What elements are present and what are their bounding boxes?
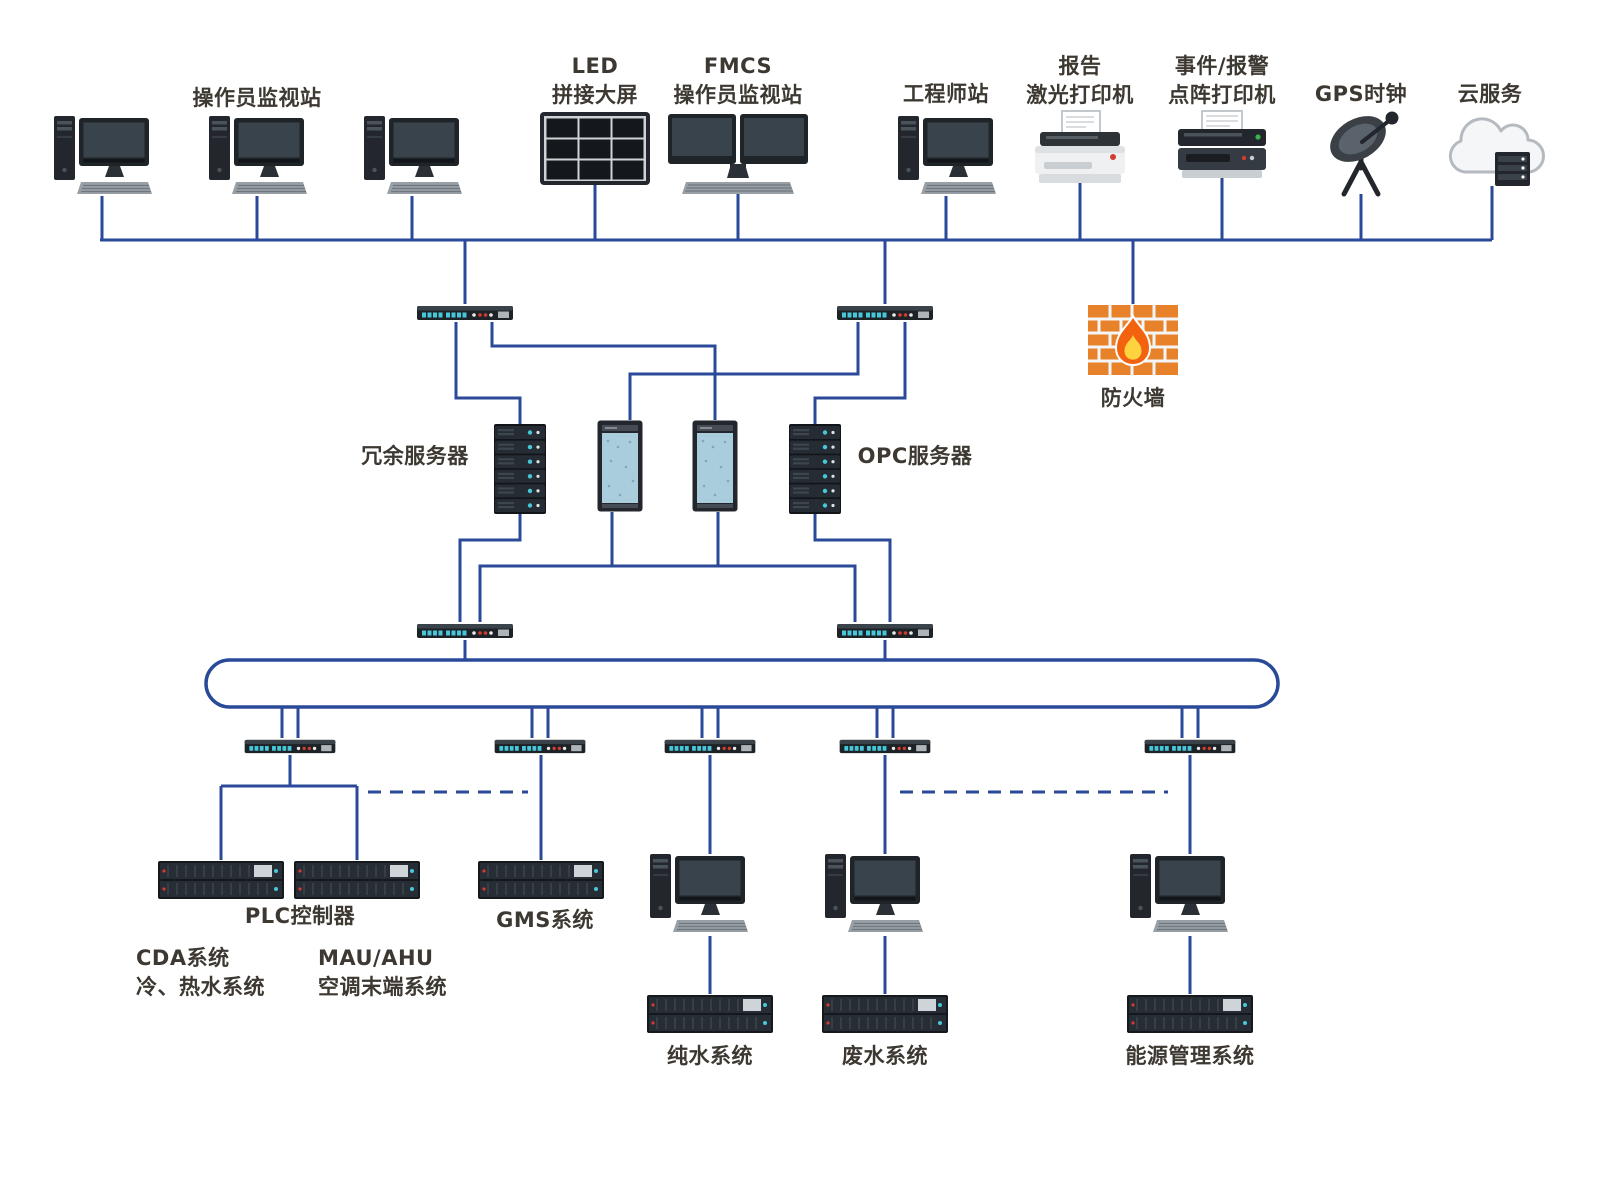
field-switch-2-icon (494, 739, 586, 754)
gms-rack-icon (478, 860, 604, 900)
label-energy-mgmt: 能源管理系统 (1125, 1044, 1255, 1068)
dotmatrix-printer-icon (1177, 110, 1267, 179)
top-device-drops (100, 178, 1494, 240)
label-gps-clock: GPS时钟 (1314, 82, 1408, 106)
server-tower-2-icon (692, 420, 738, 512)
distribution-switch-right-icon (837, 624, 933, 638)
field-switch-3-icon (664, 739, 756, 754)
redundant-server-icon (494, 424, 546, 514)
field-switch-1-icon (244, 739, 336, 754)
engineer-workstation-icon (897, 116, 996, 195)
label-dotmatrix-printer: 事件/报警 点阵打印机 (1168, 54, 1276, 108)
label-redundant-server: 冗余服务器 (361, 444, 469, 468)
gps-clock-icon (1322, 107, 1398, 194)
field-links (219, 755, 1192, 994)
fmcs-workstation-icon (668, 114, 808, 195)
core-to-servers (454, 322, 907, 424)
wastewater-rack-icon (822, 994, 948, 1034)
plc-rack-2-icon (294, 860, 420, 900)
label-gms-system: GMS系统 (496, 908, 594, 932)
firewall-icon (1087, 304, 1179, 376)
ring-to-field-switches (280, 707, 1200, 738)
wastewater-workstation-icon (824, 854, 923, 933)
core-switch-left-icon (417, 306, 513, 320)
plc-rack-1-icon (158, 860, 284, 900)
energy-rack-icon (1127, 994, 1253, 1034)
operator-workstation-2-icon (208, 116, 307, 195)
label-mau-ahu: MAU/AHU 空调末端系统 (318, 946, 447, 1000)
label-cloud-service: 云服务 (1457, 82, 1523, 106)
servers-to-distribution (458, 512, 892, 622)
cloud-service-icon (1448, 117, 1546, 188)
ring-network (204, 658, 1280, 709)
distribution-switch-left-icon (417, 624, 513, 638)
label-operator-station: 操作员监视站 (192, 86, 322, 110)
distribution-to-ring (463, 640, 887, 660)
core-switch-right-icon (837, 306, 933, 320)
server-tower-1-icon (597, 420, 643, 512)
laser-printer-icon (1034, 110, 1126, 184)
led-wall-icon (540, 112, 650, 185)
bus-to-core (463, 240, 1135, 304)
energy-workstation-icon (1129, 854, 1228, 933)
operator-workstation-3-icon (363, 116, 462, 195)
label-cda-system: CDA系统 冷、热水系统 (136, 946, 265, 1000)
field-switch-4-icon (839, 739, 931, 754)
opc-server-icon (789, 424, 841, 514)
label-fmcs-station: FMCS 操作员监视站 (673, 54, 803, 108)
label-led-wall: LED 拼接大屏 (552, 54, 638, 108)
label-waste-water: 废水系统 (842, 1044, 928, 1068)
purewater-workstation-icon (649, 854, 748, 933)
label-engineer-station: 工程师站 (903, 82, 989, 106)
label-pure-water: 纯水系统 (667, 1044, 753, 1068)
operator-workstation-1-icon (53, 116, 152, 195)
label-plc-controller: PLC控制器 (244, 904, 356, 928)
label-opc-server: OPC服务器 (857, 444, 973, 468)
field-switch-5-icon (1144, 739, 1236, 754)
label-firewall: 防火墙 (1100, 386, 1166, 410)
label-laser-printer: 报告 激光打印机 (1026, 54, 1134, 108)
purewater-rack-icon (647, 994, 773, 1034)
connection-lines (100, 178, 1494, 994)
